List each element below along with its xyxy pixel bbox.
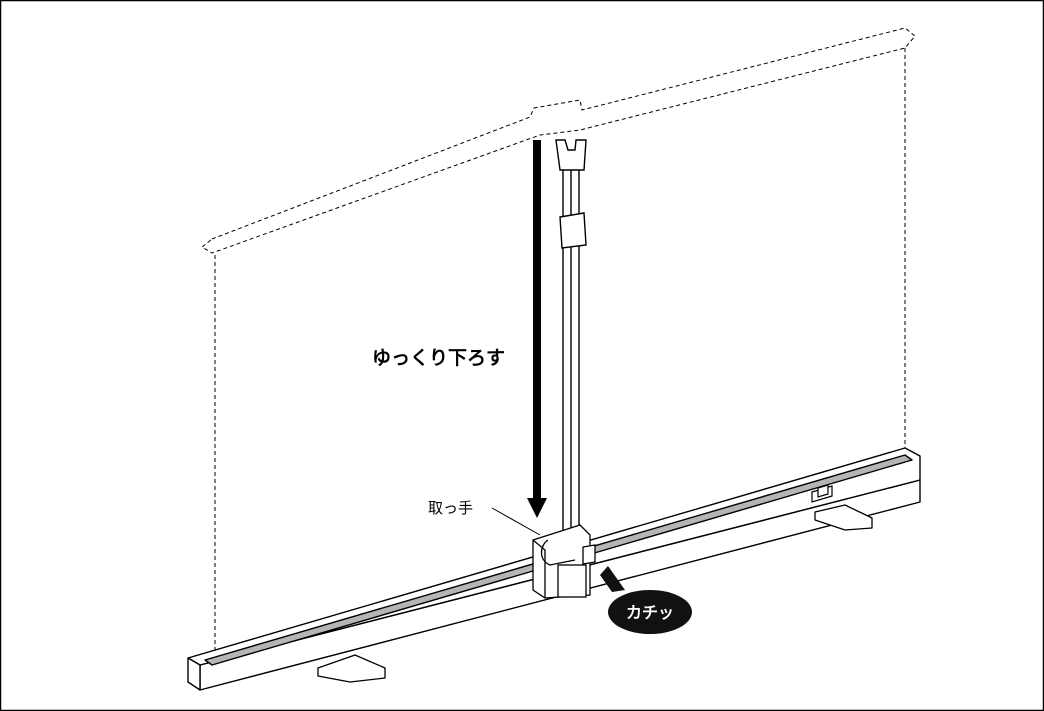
right-foot bbox=[814, 504, 873, 531]
down-arrow bbox=[527, 140, 547, 518]
click-badge: カチッ bbox=[600, 566, 692, 634]
instruction-label: ゆっくり下ろす bbox=[372, 347, 505, 369]
left-foot bbox=[317, 654, 386, 683]
handle-leader-line bbox=[491, 507, 541, 536]
handle-label: 取っ手 bbox=[428, 499, 473, 517]
support-pole bbox=[555, 139, 587, 579]
click-badge-label: カチッ bbox=[626, 603, 674, 622]
base-feet bbox=[317, 504, 873, 683]
handle-assembly bbox=[532, 524, 596, 599]
raised-screen-outline bbox=[201, 27, 916, 650]
bar-latch bbox=[811, 484, 833, 503]
